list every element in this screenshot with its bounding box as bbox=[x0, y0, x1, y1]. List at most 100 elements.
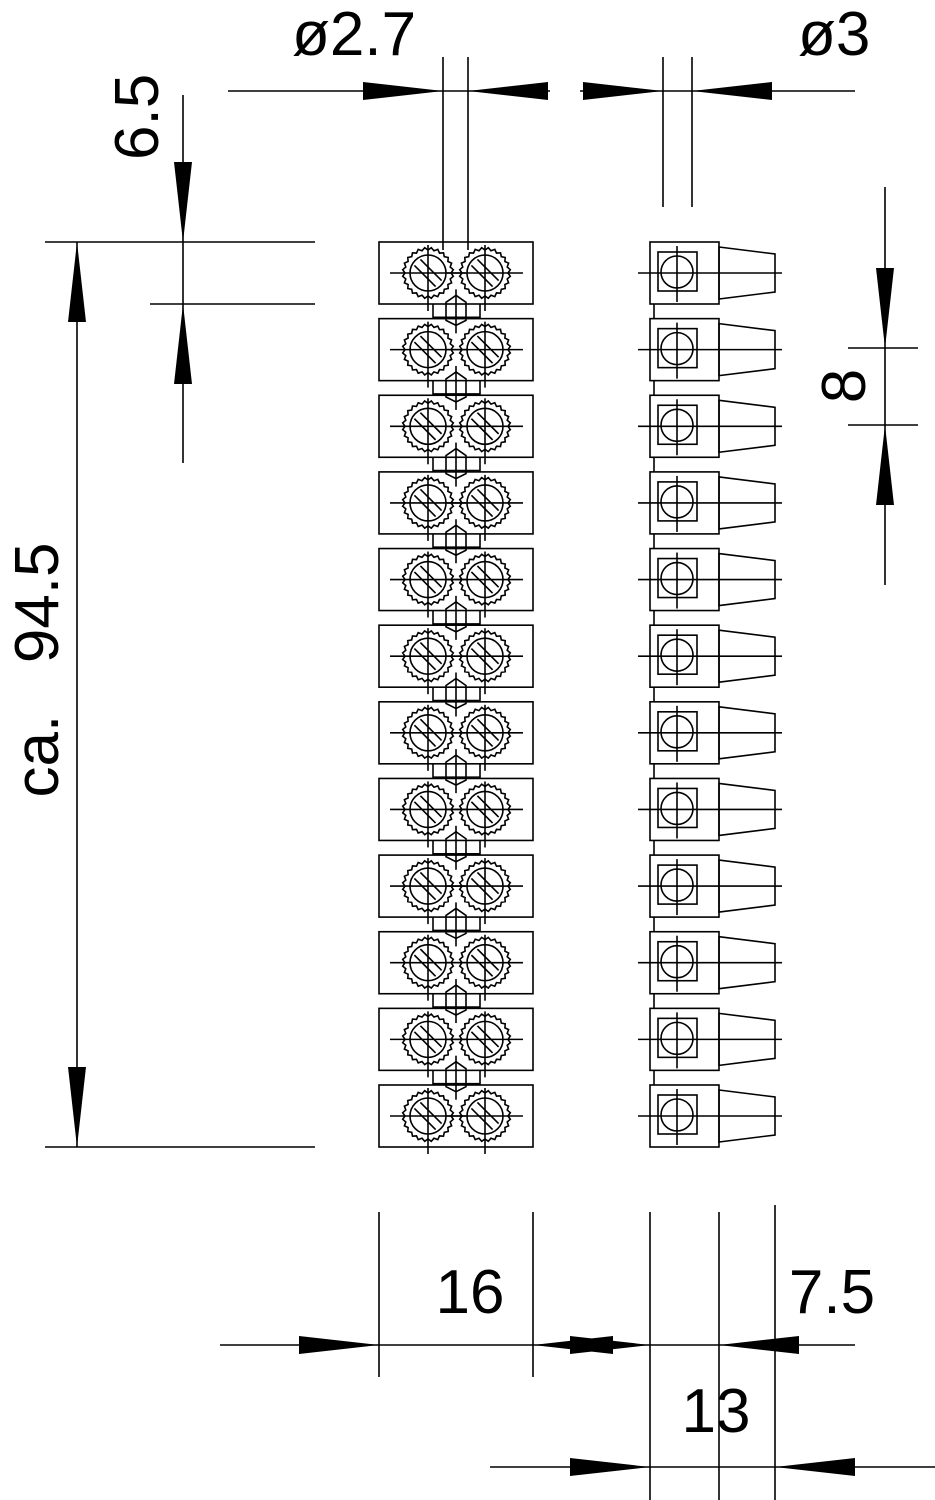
arrow-icon bbox=[583, 82, 663, 100]
screw-icon bbox=[390, 628, 466, 695]
screw-slot bbox=[413, 877, 437, 901]
screw-slot bbox=[476, 642, 500, 665]
screw-slot bbox=[419, 335, 443, 358]
dim-pitch: 8 bbox=[810, 369, 879, 403]
screw-slot bbox=[470, 877, 494, 901]
arrow-icon bbox=[775, 1458, 855, 1476]
screw-slot bbox=[476, 488, 500, 512]
arrow-icon bbox=[68, 1067, 86, 1147]
screw-icon bbox=[390, 398, 466, 465]
screw-icon bbox=[447, 781, 523, 848]
screw-slot bbox=[470, 1107, 494, 1131]
terminal-row bbox=[378, 777, 782, 870]
terminal-row bbox=[378, 930, 782, 1024]
terminal-row bbox=[378, 1084, 782, 1154]
screw-slot bbox=[413, 801, 437, 824]
wire-sleeve bbox=[718, 246, 776, 300]
screw-slot bbox=[476, 565, 500, 588]
screw-icon bbox=[390, 858, 466, 925]
terminal-row bbox=[378, 471, 782, 564]
arrow-icon bbox=[468, 82, 548, 100]
screw-slot bbox=[419, 565, 443, 588]
screw-icon bbox=[390, 321, 466, 388]
screw-icon bbox=[390, 551, 466, 618]
wire-sleeve bbox=[718, 1089, 776, 1143]
screw-slot bbox=[413, 1107, 437, 1131]
screw-icon bbox=[390, 1088, 466, 1154]
screw-slot bbox=[419, 412, 443, 435]
wire-sleeve bbox=[718, 935, 776, 990]
screw-icon bbox=[390, 704, 466, 771]
terminal-row bbox=[378, 1007, 782, 1100]
wire-sleeve bbox=[718, 552, 776, 607]
screw-slot bbox=[470, 571, 494, 594]
dim-overall-length: ca. 94.5 bbox=[3, 542, 72, 797]
screw-icon bbox=[447, 1011, 523, 1078]
dim-hole-diameter-left: ø2.7 bbox=[292, 0, 416, 69]
screw-icon bbox=[390, 934, 466, 1001]
wire-sleeve bbox=[718, 1012, 776, 1067]
screw-slot bbox=[470, 418, 494, 441]
terminal-row bbox=[378, 624, 782, 717]
screw-slot bbox=[413, 648, 437, 671]
screw-slot bbox=[476, 412, 500, 435]
arrow-icon bbox=[719, 1336, 799, 1354]
screw-icon bbox=[447, 398, 523, 465]
screw-slot bbox=[413, 954, 437, 977]
screw-slot bbox=[413, 1031, 437, 1054]
screw-slot bbox=[476, 795, 500, 818]
screw-slot bbox=[476, 335, 500, 358]
screw-icon bbox=[390, 245, 466, 311]
screw-slot bbox=[413, 418, 437, 441]
arrow-icon bbox=[570, 1458, 650, 1476]
screw-icon bbox=[447, 551, 523, 618]
screw-slot bbox=[470, 724, 494, 747]
wire-sleeve bbox=[718, 859, 776, 913]
screw-icon bbox=[447, 321, 523, 388]
wire-sleeve bbox=[718, 705, 776, 760]
arrow-icon bbox=[692, 82, 772, 100]
wire-sleeve bbox=[718, 322, 776, 377]
screw-slot bbox=[419, 1025, 443, 1048]
arrow-icon bbox=[570, 1336, 650, 1354]
screw-slot bbox=[476, 1101, 500, 1125]
dim-side-width: 13 bbox=[682, 1377, 751, 1446]
terminal-body-front bbox=[378, 1084, 534, 1148]
screw-slot bbox=[413, 724, 437, 747]
dim-sleeve-length: 7.5 bbox=[789, 1258, 875, 1327]
screw-slot bbox=[470, 954, 494, 977]
screw-slot bbox=[476, 258, 500, 282]
screw-slot bbox=[476, 948, 500, 971]
screw-icon bbox=[447, 934, 523, 1001]
terminal-row bbox=[378, 701, 782, 794]
screw-icon bbox=[447, 858, 523, 925]
screw-slot bbox=[476, 871, 500, 895]
wire-sleeve bbox=[718, 476, 776, 530]
screw-slot bbox=[470, 264, 494, 288]
dim-front-width: 16 bbox=[436, 1258, 505, 1327]
wire-sleeve bbox=[718, 629, 776, 684]
screw-slot bbox=[419, 642, 443, 665]
screw-slot bbox=[419, 948, 443, 971]
screw-icon bbox=[447, 474, 523, 541]
arrow-icon bbox=[174, 162, 192, 242]
terminal-row bbox=[378, 854, 782, 947]
wire-sleeve bbox=[718, 399, 776, 454]
dim-top-offset: 6.5 bbox=[103, 74, 172, 160]
terminal-row bbox=[378, 547, 782, 640]
screw-icon bbox=[447, 1088, 523, 1154]
screw-slot bbox=[470, 648, 494, 671]
screw-slot bbox=[413, 494, 437, 518]
arrow-icon bbox=[876, 425, 894, 505]
screw-slot bbox=[419, 488, 443, 512]
terminal-row bbox=[378, 241, 782, 334]
screw-slot bbox=[413, 571, 437, 594]
screw-slot bbox=[413, 341, 437, 364]
screw-slot bbox=[476, 1025, 500, 1048]
terminal-blocks bbox=[378, 241, 782, 1154]
wire-sleeve bbox=[718, 782, 776, 837]
dimension-lines bbox=[45, 57, 935, 1500]
dim-hole-diameter-right: ø3 bbox=[798, 0, 870, 69]
screw-slot bbox=[419, 1101, 443, 1125]
